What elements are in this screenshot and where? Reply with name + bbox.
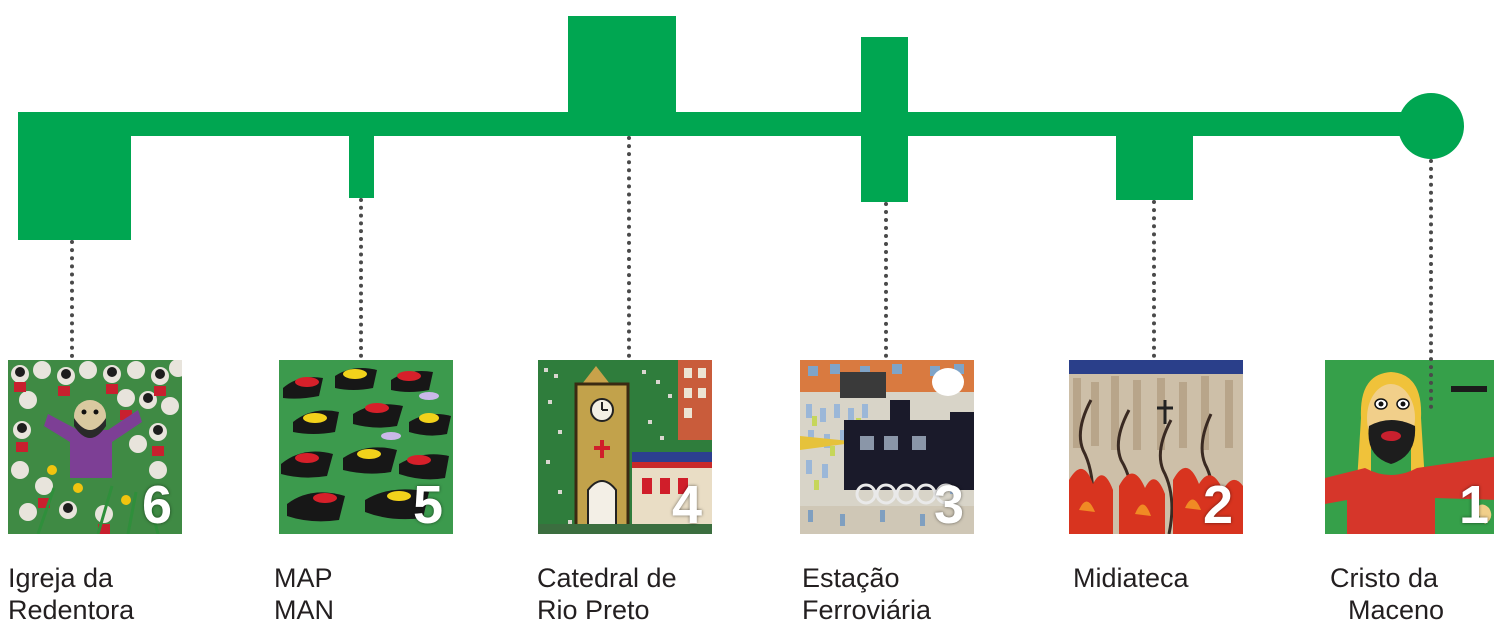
station-label-1-line2: Maceno [1347, 595, 1445, 625]
station-marker-4 [568, 16, 676, 112]
station-thumbnail-6: 6 [8, 360, 182, 534]
station-label-3-line2: Ferroviária [802, 595, 932, 625]
station-label-4-line2: Rio Preto [537, 595, 650, 625]
connector-1 [1429, 159, 1433, 409]
connector-2 [1152, 200, 1156, 358]
cathedral-painting-image [538, 360, 712, 534]
station-label-5-line1: MAP [274, 563, 333, 593]
station-label-2-line1: Midiateca [1073, 563, 1189, 593]
station-label-4: Catedral de Rio Preto [537, 562, 677, 626]
route-line [20, 112, 1432, 136]
station-label-2: Midiateca [1073, 562, 1189, 594]
station-label-4-line1: Catedral de [537, 563, 677, 593]
station-label-3-line1: Estação [802, 563, 900, 593]
station-number-4: 4 [671, 475, 702, 534]
station-number-1: 1 [1458, 475, 1489, 534]
station-thumbnail-2: 2 [1069, 360, 1243, 534]
station-number-3: 3 [933, 475, 964, 534]
train-painting-image [800, 360, 974, 534]
fire-painting-image [1069, 360, 1243, 534]
station-label-1-line1: Cristo da [1330, 563, 1439, 593]
crowd-painting-image [8, 360, 182, 534]
connector-5 [359, 198, 363, 358]
station-marker-2 [1116, 112, 1193, 200]
station-thumbnail-4: 4 [538, 360, 712, 534]
shoes-painting-image [279, 360, 453, 534]
station-thumbnail-5: 5 [279, 360, 453, 534]
station-label-1: Cristo da Maceno [1330, 562, 1462, 626]
station-thumbnail-3: 3 [800, 360, 974, 534]
station-thumbnail-1: 1 [1325, 360, 1494, 534]
christ-painting-image [1325, 360, 1494, 534]
station-number-2: 2 [1202, 475, 1233, 534]
station-marker-5 [349, 112, 374, 198]
station-marker-3 [861, 37, 908, 202]
connector-4 [627, 136, 631, 358]
connector-3 [884, 202, 888, 358]
station-label-5-line2: MAN [274, 595, 334, 625]
station-number-5: 5 [412, 475, 443, 534]
station-label-3: Estação Ferroviária [802, 562, 931, 626]
station-label-6-line2: Redentora [8, 595, 135, 625]
station-label-5: MAP MAN [274, 562, 334, 626]
station-label-6-line1: Igreja da [8, 563, 114, 593]
station-number-6: 6 [141, 475, 172, 534]
station-marker-1 [1398, 93, 1464, 159]
connector-6 [70, 240, 74, 358]
station-label-6: Igreja da Redentora [8, 562, 134, 626]
station-marker-6 [18, 112, 131, 240]
